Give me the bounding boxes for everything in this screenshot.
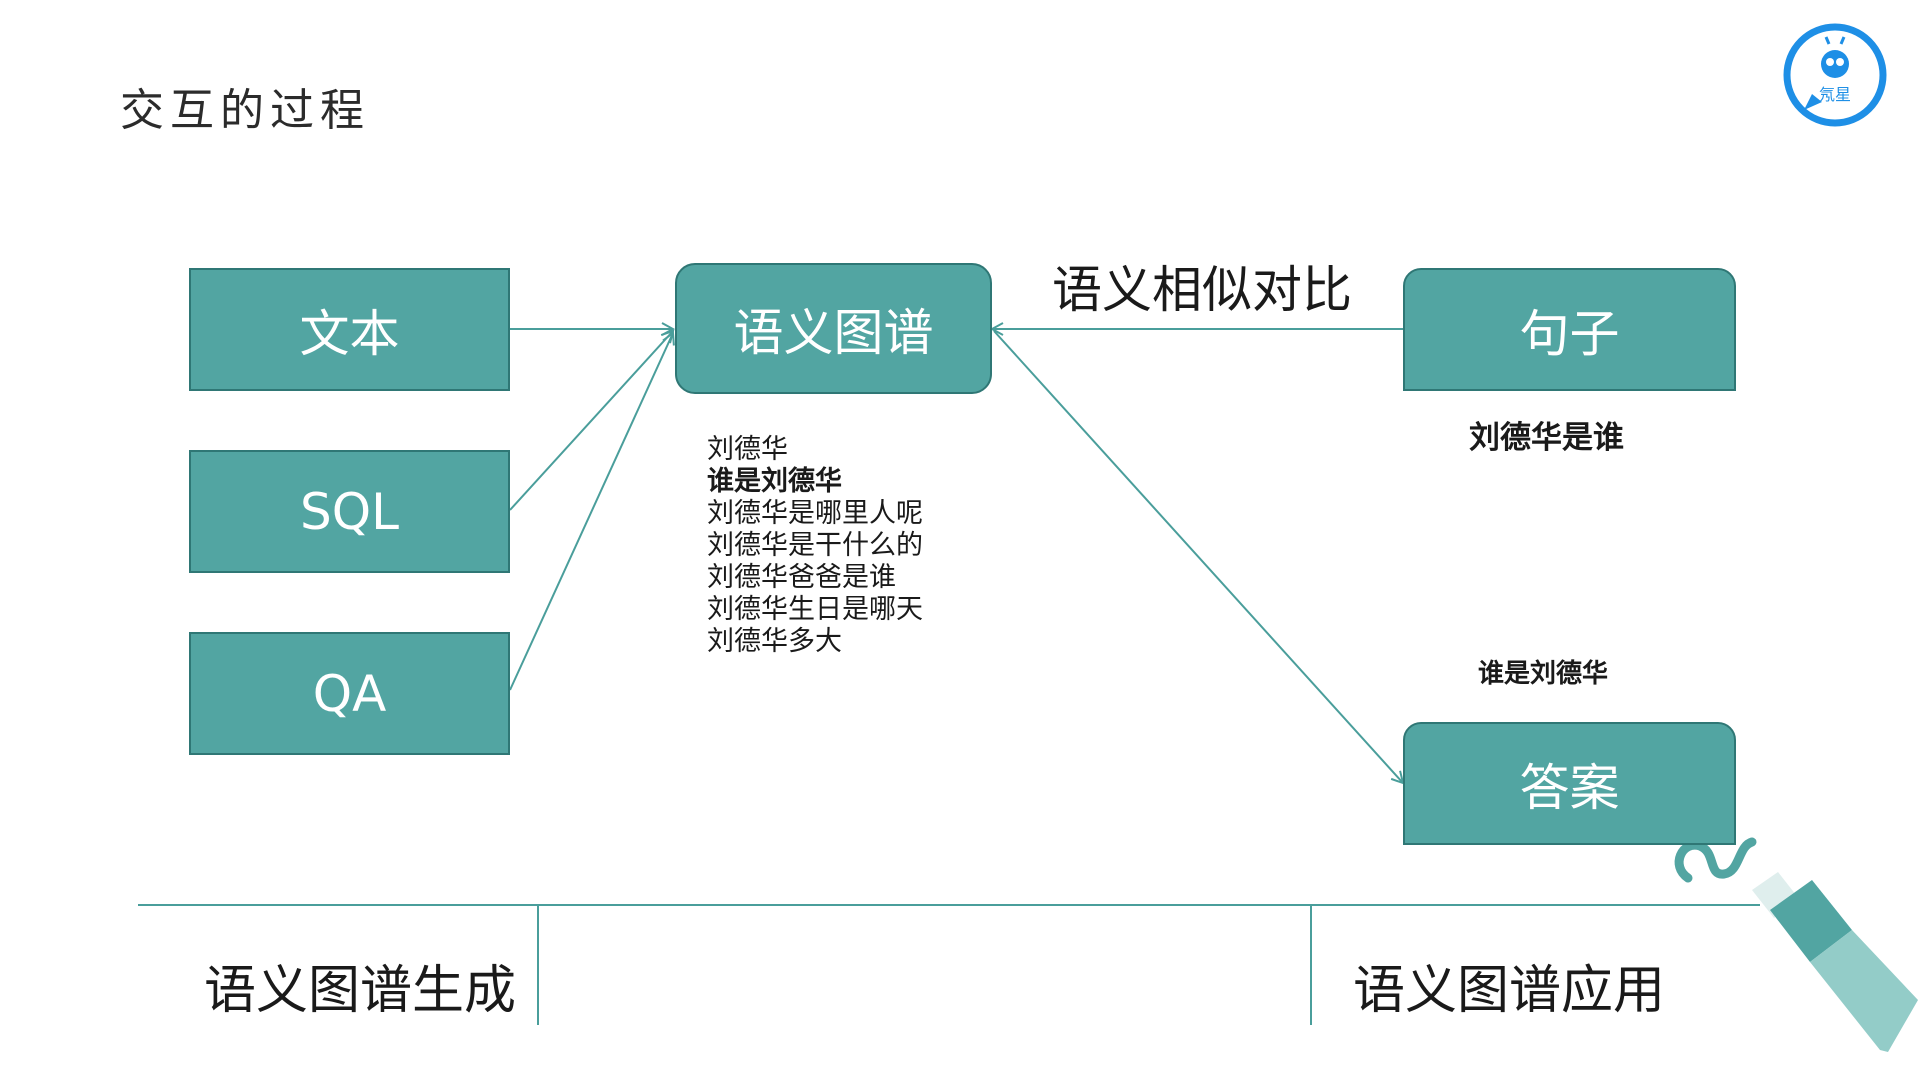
- answer-node-label: 答案: [1519, 758, 1620, 817]
- logo-text: 氖星: [1819, 85, 1851, 104]
- source-node-label: SQL: [300, 482, 399, 541]
- graph-example-item: 刘德华爸爸是谁: [707, 562, 896, 593]
- graph-example-item: 刘德华多大: [707, 626, 842, 657]
- source-node-label: 文本: [299, 304, 400, 363]
- source-node-text: 文本: [189, 268, 510, 391]
- graph-example-item: 刘德华生日是哪天: [707, 594, 923, 625]
- graph-examples-list: 刘德华 谁是刘德华 刘德华是哪里人呢 刘德华是干什么的 刘德华爸爸是谁 刘德华生…: [707, 434, 923, 658]
- semantic-graph-label: 语义图谱: [733, 303, 934, 362]
- arrow-sql-to-graph: [509, 331, 673, 511]
- answer-example: 谁是刘德华: [1478, 659, 1609, 689]
- arrow-qa-to-graph: [509, 333, 673, 691]
- query-example: 刘德华是谁: [1469, 420, 1624, 456]
- source-node-sql: SQL: [189, 450, 510, 573]
- sentence-node-label: 句子: [1519, 304, 1620, 363]
- source-node-qa: QA: [189, 632, 510, 755]
- source-node-label: QA: [312, 664, 387, 723]
- section-label-generation: 语义图谱生成: [204, 961, 517, 1021]
- graph-example-item: 刘德华是哪里人呢: [707, 498, 923, 529]
- arrow-graph-to-answer: [993, 330, 1403, 783]
- section-label-application: 语义图谱应用: [1353, 961, 1666, 1021]
- paint-tube-decoration: [1674, 837, 1918, 1052]
- logo: 氖星: [1782, 22, 1888, 128]
- chat-bubble-robot-icon: 氖星: [1783, 23, 1887, 127]
- answer-node: 答案: [1403, 722, 1736, 845]
- graph-example-item: 刘德华: [707, 434, 788, 465]
- sentence-node: 句子: [1403, 268, 1736, 391]
- slide-title: 交互的过程: [120, 85, 370, 136]
- graph-example-item: 刘德华是干什么的: [707, 530, 923, 561]
- graph-example-item: 谁是刘德华: [707, 466, 842, 497]
- semantic-similarity-label: 语义相似对比: [1052, 261, 1352, 319]
- semantic-graph-node: 语义图谱: [675, 263, 992, 394]
